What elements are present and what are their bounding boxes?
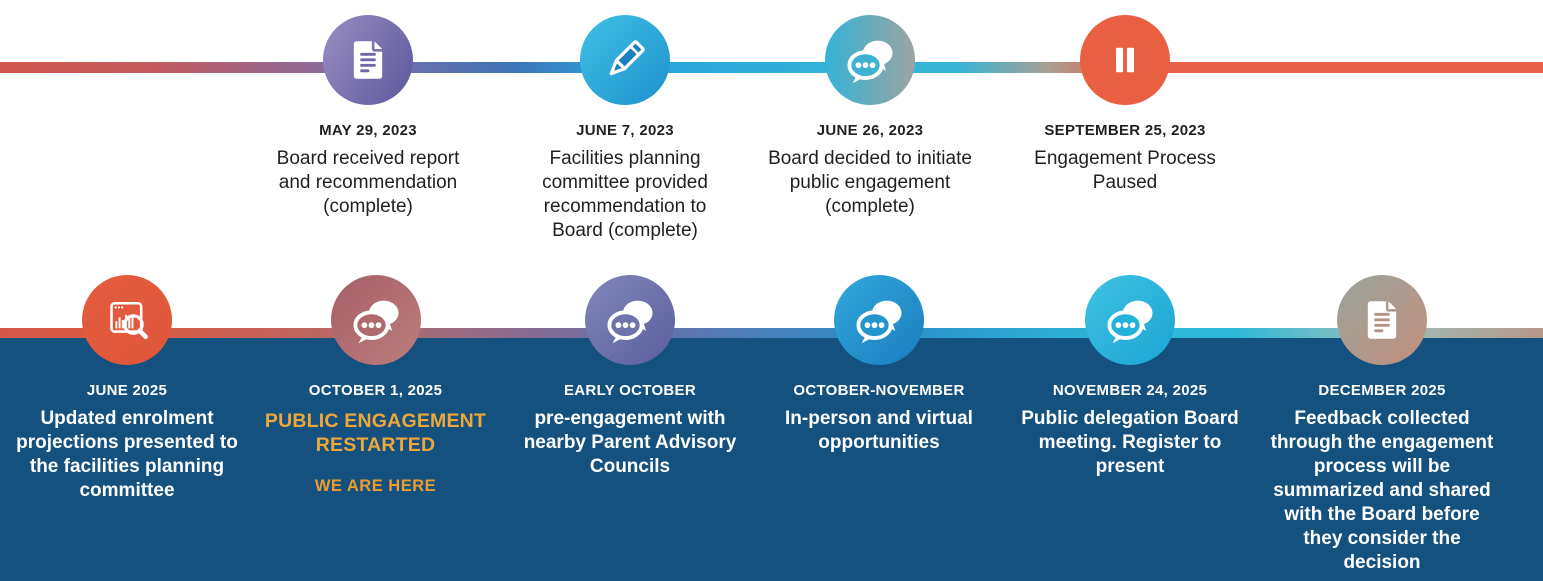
timeline-item-october-1-2025: OCTOBER 1, 2025 PUBLIC ENGAGEMENT RESTAR…	[248, 275, 503, 496]
timeline-track-top	[0, 62, 1543, 73]
milestone-circle	[1080, 15, 1170, 105]
milestone-description: pre-engagement with nearby Parent Adviso…	[523, 408, 737, 477]
chat-bubbles-icon	[601, 291, 659, 349]
milestone-date: MAY 29, 2023	[319, 122, 417, 139]
milestone-circle	[1337, 275, 1427, 365]
timeline-item-december-2025: DECEMBER 2025 Feedback collected through…	[1264, 275, 1500, 575]
milestone-circle	[330, 275, 421, 365]
we-are-here-label: WE ARE HERE	[314, 477, 437, 496]
milestone-circle	[825, 15, 915, 105]
milestone-description: Facilities planning committee provided r…	[542, 148, 708, 241]
milestone-date: EARLY OCTOBER	[564, 382, 696, 399]
chat-bubbles-icon	[841, 31, 899, 89]
milestone-date: OCTOBER-NOVEMBER	[793, 382, 965, 399]
milestone-description: Board received report and recommendation…	[276, 148, 460, 217]
document-icon	[339, 31, 397, 89]
milestone-circle	[1085, 275, 1175, 365]
milestone-circle	[580, 15, 670, 105]
timeline-item-june-2025: JUNE 2025 Updated enrolment projections …	[9, 275, 245, 503]
pause-icon	[1096, 31, 1154, 89]
milestone-circle	[585, 275, 675, 365]
restart-heading: PUBLIC ENGAGEMENT RESTARTED	[264, 410, 487, 457]
timeline-track-bottom	[0, 328, 1543, 338]
timeline-item-september-25-2023: SEPTEMBER 25, 2023 Engagement Process Pa…	[1020, 15, 1230, 195]
timeline-item-june-7-2023: JUNE 7, 2023 Facilities planning committ…	[525, 15, 725, 243]
milestone-circle	[82, 275, 172, 365]
milestone-date: JUNE 2025	[86, 382, 168, 399]
chart-magnifier-icon	[98, 291, 156, 349]
milestone-date: OCTOBER 1, 2025	[308, 382, 443, 399]
chat-bubbles-icon	[1101, 291, 1159, 349]
timeline-item-october-november: OCTOBER-NOVEMBER In-person and virtual o…	[779, 275, 979, 455]
timeline-item-may-29-2023: MAY 29, 2023 Board received report and r…	[263, 15, 473, 219]
milestone-description: Feedback collected through the engagemen…	[1270, 408, 1494, 573]
milestone-circle	[323, 15, 413, 105]
bottom-panel	[0, 338, 1543, 581]
milestone-date: SEPTEMBER 25, 2023	[1044, 122, 1206, 139]
milestone-date: NOVEMBER 24, 2025	[1052, 382, 1208, 399]
pencil-icon	[596, 31, 654, 89]
timeline-item-june-26-2023: JUNE 26, 2023 Board decided to initiate …	[760, 15, 980, 219]
milestone-description: In-person and virtual opportunities	[785, 408, 973, 453]
milestone-date: JUNE 26, 2023	[816, 122, 924, 139]
milestone-description: Engagement Process Paused	[1034, 148, 1216, 193]
timeline-item-early-october: EARLY OCTOBER pre-engagement with nearby…	[520, 275, 740, 479]
chat-bubbles-icon	[347, 291, 405, 349]
milestone-description: Board decided to initiate public engagem…	[768, 148, 972, 217]
timeline-item-november-24-2025: NOVEMBER 24, 2025 Public delegation Boar…	[1020, 275, 1240, 479]
document-icon	[1353, 291, 1411, 349]
milestone-circle	[834, 275, 924, 365]
milestone-description: Updated enrolment projections presented …	[16, 408, 238, 501]
milestone-date: JUNE 7, 2023	[576, 122, 674, 139]
milestone-description: Public delegation Board meeting. Registe…	[1021, 408, 1239, 477]
milestone-date: DECEMBER 2025	[1318, 382, 1446, 399]
chat-bubbles-icon	[850, 291, 908, 349]
